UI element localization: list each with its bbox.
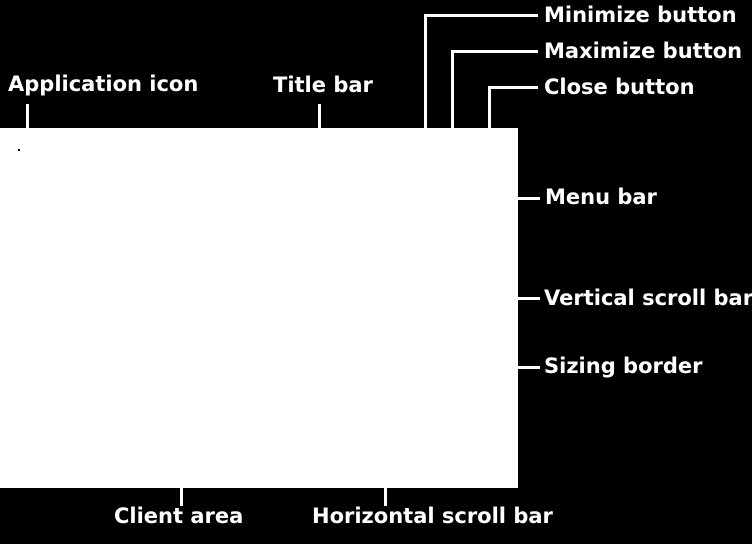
maximize-leader-vertical	[451, 50, 454, 128]
title-bar-leader	[318, 104, 321, 128]
sizing-border-leader	[518, 366, 540, 369]
horizontal-scroll-bar-label: Horizontal scroll bar	[312, 504, 553, 528]
sizing-border-label: Sizing border	[544, 354, 703, 378]
window-frame	[0, 128, 518, 488]
application-icon-label: Application icon	[8, 72, 199, 96]
menu-bar-label: Menu bar	[545, 185, 657, 209]
maximize-leader-horizontal	[451, 50, 538, 53]
vertical-scroll-bar-leader	[518, 297, 540, 300]
vertical-scroll-bar-label: Vertical scroll bar	[544, 286, 752, 310]
close-leader-horizontal	[488, 86, 538, 89]
horizontal-scroll-bar-leader	[384, 488, 387, 506]
minimize-leader-horizontal	[424, 14, 538, 17]
minimize-button-label: Minimize button	[544, 3, 737, 27]
close-button-label: Close button	[544, 75, 695, 99]
application-icon-leader	[26, 104, 29, 128]
menu-bar-leader	[518, 197, 540, 200]
client-area-label: Client area	[114, 504, 244, 528]
client-area-leader	[180, 488, 183, 506]
title-bar-label: Title bar	[273, 73, 373, 97]
application-icon-dot	[18, 149, 20, 151]
minimize-leader-vertical	[424, 14, 427, 128]
close-leader-vertical	[488, 86, 491, 128]
maximize-button-label: Maximize button	[544, 39, 743, 63]
